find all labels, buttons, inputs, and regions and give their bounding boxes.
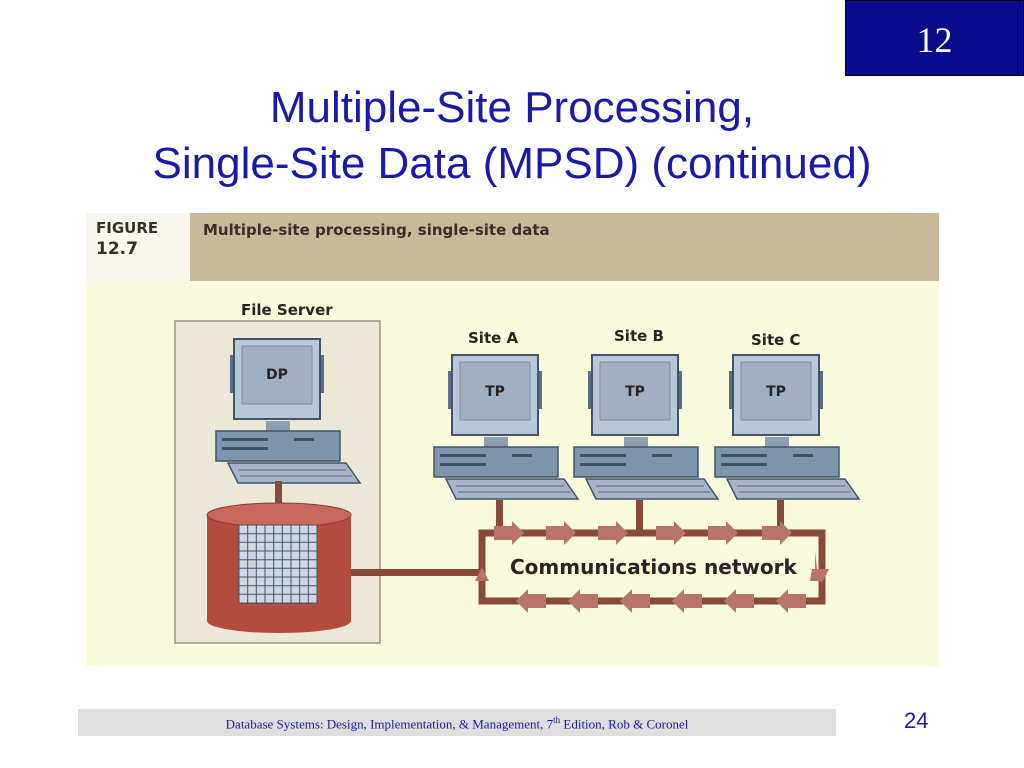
file-server-label: File Server bbox=[241, 301, 333, 319]
server-db-link bbox=[275, 481, 282, 507]
figure-header: FIGURE 12.7 Multiple-site processing, si… bbox=[86, 213, 939, 281]
site-b-link bbox=[636, 500, 643, 530]
slide-title-line2: Single-Site Data (MPSD) (continued) bbox=[152, 139, 872, 188]
site-a-link bbox=[496, 500, 503, 530]
site-c-screen-label: TP bbox=[766, 384, 786, 400]
network-label: Communications network bbox=[510, 555, 797, 579]
figure-number: 12.7 bbox=[96, 239, 138, 259]
site-c-link bbox=[777, 500, 784, 530]
footer-superscript: th bbox=[553, 715, 561, 725]
site-a-label: Site A bbox=[468, 329, 519, 347]
db-network-link bbox=[351, 569, 482, 576]
figure-tag: FIGURE bbox=[96, 219, 159, 237]
desktop-computer-icon bbox=[714, 354, 860, 500]
figure-panel: FIGURE 12.7 Multiple-site processing, si… bbox=[86, 213, 939, 666]
site-c-label: Site C bbox=[751, 331, 801, 349]
figure-number-box bbox=[86, 213, 190, 281]
database-cylinder-icon bbox=[206, 502, 352, 633]
arrow-icon bbox=[475, 521, 829, 613]
chapter-number: 12 bbox=[916, 20, 953, 60]
footer-bar: Database Systems: Design, Implementation… bbox=[78, 709, 836, 736]
diagram-canvas: File Server DP Site A bbox=[174, 301, 860, 644]
page-number: 24 bbox=[904, 708, 929, 733]
site-a-screen-label: TP bbox=[485, 384, 505, 400]
server-screen-label: DP bbox=[266, 367, 288, 383]
footer-citation: Database Systems: Design, Implementation… bbox=[78, 715, 836, 732]
figure-caption: Multiple-site processing, single-site da… bbox=[203, 221, 550, 239]
chapter-badge: 12 bbox=[845, 0, 1024, 76]
desktop-computer-icon bbox=[433, 354, 579, 500]
site-b-label: Site B bbox=[614, 327, 664, 345]
desktop-computer-icon bbox=[573, 354, 719, 500]
site-b-screen-label: TP bbox=[625, 384, 645, 400]
footer-text-end: Edition, Rob & Coronel bbox=[560, 716, 689, 732]
slide-title-line1: Multiple-Site Processing, bbox=[269, 83, 755, 132]
footer-text-main: Database Systems: Design, Implementation… bbox=[225, 716, 554, 732]
